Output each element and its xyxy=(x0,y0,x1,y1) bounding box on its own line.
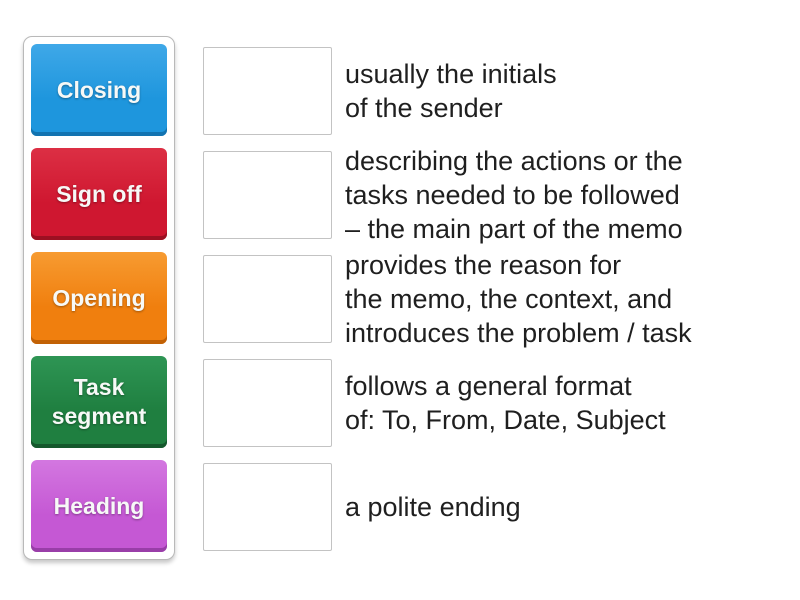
tile-opening[interactable]: Opening xyxy=(31,252,167,344)
tile-heading-label: Heading xyxy=(53,492,145,519)
match-row-1: usually the initials of the sender xyxy=(203,46,692,136)
tile-sign-off[interactable]: Sign off xyxy=(31,148,167,240)
dropzone-1[interactable] xyxy=(203,47,332,135)
dropzone-5[interactable] xyxy=(203,463,332,551)
match-row-3: provides the reason for the memo, the co… xyxy=(203,250,692,348)
tile-task-segment-label: Task segment xyxy=(51,374,147,429)
match-row-2: describing the actions or the tasks need… xyxy=(203,146,692,244)
definition-text-3: provides the reason for the memo, the co… xyxy=(345,250,692,348)
definition-text-1: usually the initials of the sender xyxy=(345,59,557,123)
dropzone-4[interactable] xyxy=(203,359,332,447)
match-row-5: a polite ending xyxy=(203,462,692,552)
tile-sign-off-label: Sign off xyxy=(56,180,142,207)
tile-task-segment[interactable]: Task segment xyxy=(31,356,167,448)
dropzone-3[interactable] xyxy=(203,255,332,343)
tile-closing[interactable]: Closing xyxy=(31,44,167,136)
definition-text-4: follows a general format of: To, From, D… xyxy=(345,371,666,435)
definition-text-2: describing the actions or the tasks need… xyxy=(345,146,683,244)
tile-heading[interactable]: Heading xyxy=(31,460,167,552)
match-row-4: follows a general format of: To, From, D… xyxy=(203,358,692,448)
tile-opening-label: Opening xyxy=(52,284,146,311)
match-rows: usually the initials of the sender descr… xyxy=(203,46,692,552)
definition-text-5: a polite ending xyxy=(345,492,521,522)
tile-closing-label: Closing xyxy=(56,76,142,103)
tile-panel: Closing Sign off Opening Task segment He… xyxy=(23,36,175,560)
dropzone-2[interactable] xyxy=(203,151,332,239)
